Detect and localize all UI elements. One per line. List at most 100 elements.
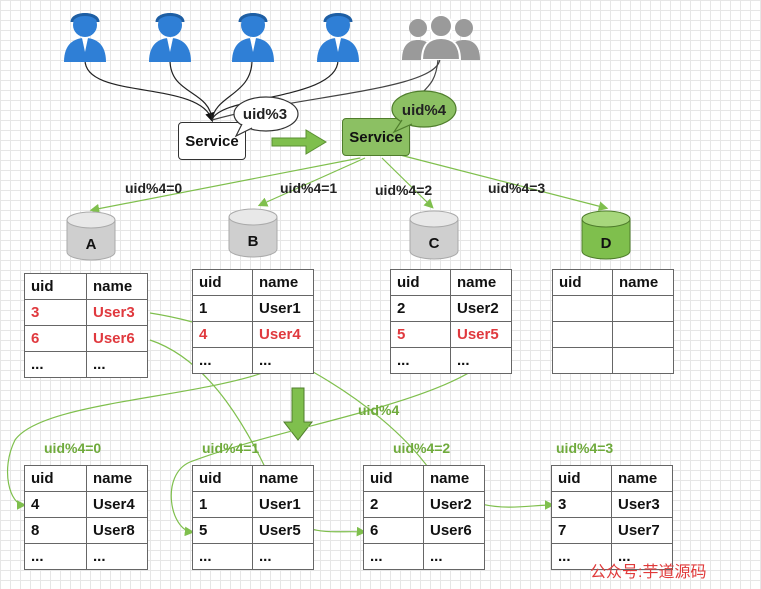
table-cell: User4: [86, 491, 148, 518]
user-icon: [149, 13, 191, 62]
database-icon: [228, 208, 278, 258]
table-cell: User5: [252, 517, 314, 544]
user-group-icon: [402, 14, 480, 60]
table-cell: 1: [192, 491, 253, 518]
table-cell: [552, 295, 613, 322]
table-cell: ...: [611, 543, 673, 570]
table-cell: User2: [423, 491, 485, 518]
table-cell: 6: [363, 517, 424, 544]
table-cell: ...: [86, 543, 148, 570]
table-header: name: [611, 465, 673, 492]
after-label-1: uid%4=1: [202, 440, 260, 456]
database-label-b: B: [247, 233, 259, 250]
after-label-3: uid%4=3: [556, 440, 614, 456]
table-cell: [612, 321, 674, 348]
database-label-d: D: [600, 235, 612, 252]
table-cell: User8: [86, 517, 148, 544]
database-icon: [66, 211, 116, 261]
table-header: uid: [551, 465, 612, 492]
table-header: uid: [192, 269, 253, 296]
table-cell: 8: [24, 517, 87, 544]
table-header: name: [252, 269, 314, 296]
table-cell: ...: [24, 351, 87, 378]
user4-to-service-line: [211, 59, 339, 121]
table-cell: User4: [252, 321, 314, 348]
user2-to-service-line: [169, 59, 213, 121]
service-label: Service: [349, 128, 403, 146]
mod-rule-old: uid%3: [242, 105, 288, 123]
table-header: name: [423, 465, 485, 492]
table-cell: 5: [192, 517, 253, 544]
speech-bubble-new: [391, 90, 457, 134]
route-line-a: [89, 157, 361, 214]
move-user5-curve: [170, 335, 508, 537]
table-cell: [552, 321, 613, 348]
table-cell: ...: [450, 347, 512, 374]
table-cell: User3: [86, 299, 148, 326]
database-label-c: C: [428, 235, 440, 252]
table-cell: 5: [390, 321, 451, 348]
table-cell: 1: [192, 295, 253, 322]
migration-rule-label: uid%4: [358, 402, 400, 418]
table-cell: User7: [611, 517, 673, 544]
table-cell: ...: [24, 543, 87, 570]
table-cell: 2: [363, 491, 424, 518]
table-row: ......: [24, 351, 148, 378]
table-header: name: [612, 269, 674, 296]
user-icon: [232, 13, 274, 62]
table-header: uid: [390, 269, 451, 296]
table-header: name: [86, 465, 148, 492]
service-migration-arrow: [271, 129, 327, 155]
table-row: [552, 347, 674, 374]
table-header: uid: [363, 465, 424, 492]
table-cell: 3: [24, 299, 87, 326]
route-label-0: uid%4=0: [125, 180, 183, 196]
table-header: name: [252, 465, 314, 492]
table-header: name: [450, 269, 512, 296]
user-icon: [317, 13, 359, 62]
user-icon: [64, 13, 106, 62]
table-header: uid: [552, 269, 613, 296]
table-cell: User5: [450, 321, 512, 348]
table-row: [552, 295, 674, 322]
table-cell: ...: [390, 347, 451, 374]
table-row: [552, 321, 674, 348]
table-cell: 7: [551, 517, 612, 544]
route-line-d: [399, 154, 609, 211]
table-row: ......: [24, 543, 148, 570]
database-icon: [409, 210, 459, 260]
table-cell: ...: [86, 351, 148, 378]
table-cell: ...: [363, 543, 424, 570]
table-cell: User1: [252, 491, 314, 518]
route-label-3: uid%4=3: [488, 180, 546, 196]
table-header: uid: [192, 465, 253, 492]
watermark: 公众号:芋道源码: [590, 564, 707, 581]
route-label-2: uid%4=2: [375, 182, 433, 198]
mod-rule-new: uid%4: [401, 101, 447, 119]
after-label-2: uid%4=2: [393, 440, 451, 456]
table-cell: [612, 295, 674, 322]
table-cell: ...: [192, 347, 253, 374]
user3-to-service-line: [211, 59, 253, 121]
table-cell: ...: [423, 543, 485, 570]
database-label-a: A: [85, 236, 97, 253]
table-row: ......: [192, 347, 314, 374]
table-cell: 2: [390, 295, 451, 322]
table-row: ......: [551, 543, 673, 570]
